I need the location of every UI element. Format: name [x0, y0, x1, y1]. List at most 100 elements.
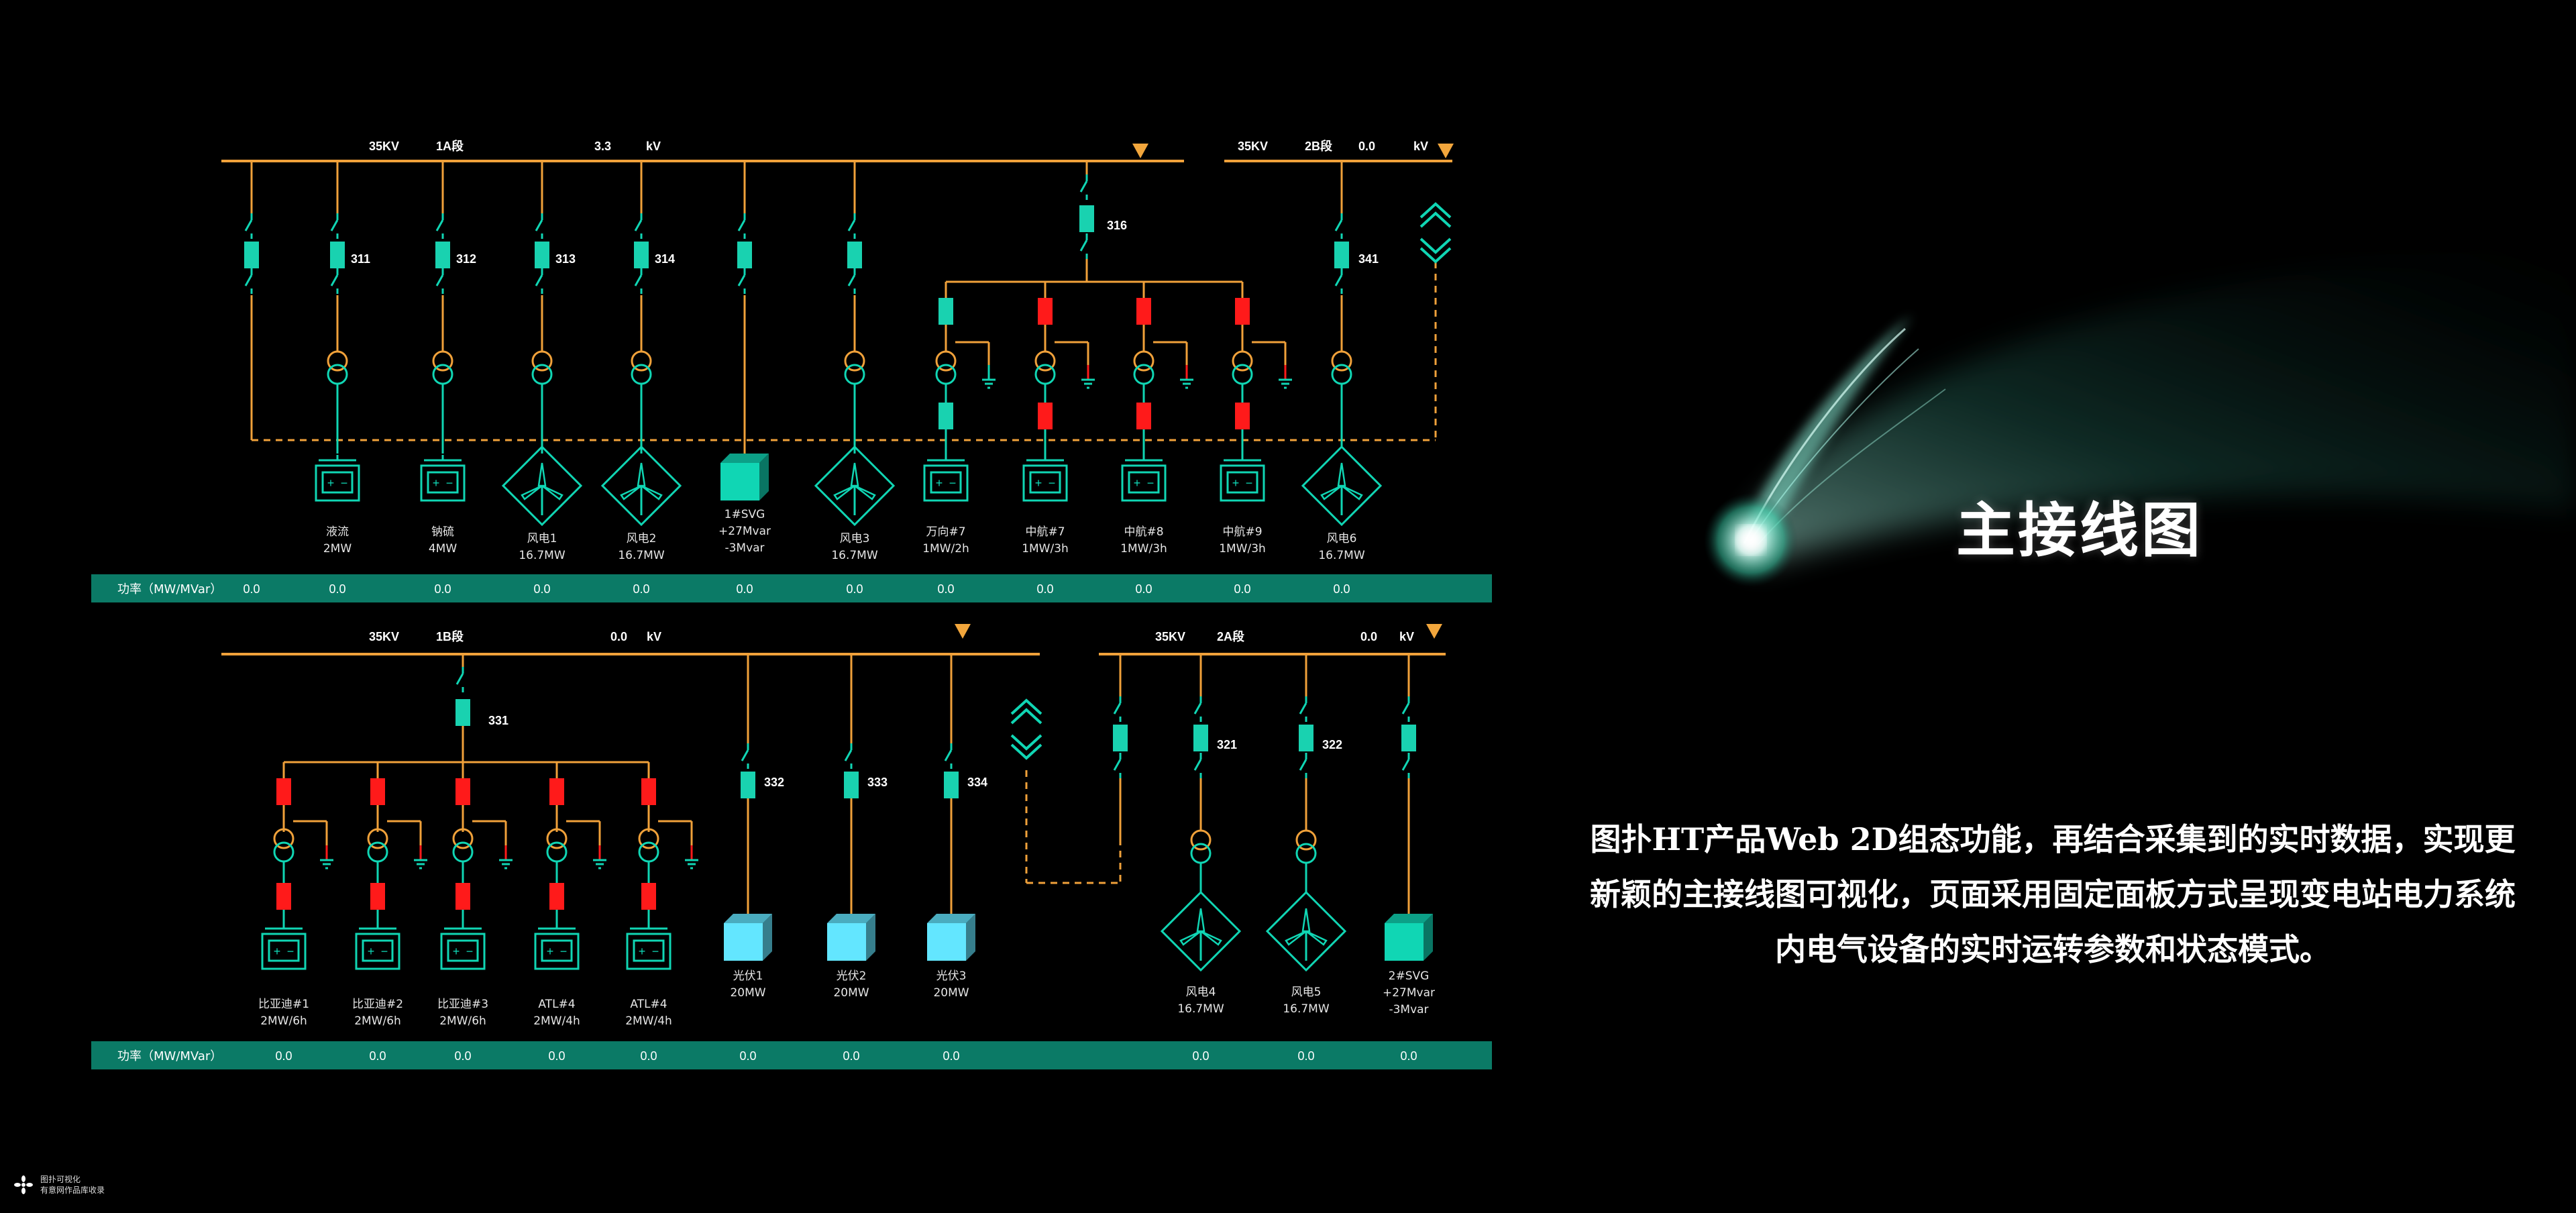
- ground-icon: [320, 845, 333, 869]
- disconnect-switch: [944, 743, 953, 769]
- turbine-blade: [521, 484, 543, 500]
- wind-diamond: [1265, 890, 1347, 972]
- chevron-up: [1010, 708, 1042, 725]
- power-value: 0.0: [434, 582, 451, 596]
- disconnect-switch: [1401, 696, 1410, 722]
- turbine-blade: [620, 484, 642, 500]
- switch-blade: [737, 274, 746, 286]
- transformer-winding: [1190, 829, 1212, 851]
- breaker-closed[interactable]: [1079, 205, 1094, 232]
- breaker-closed[interactable]: [737, 242, 752, 268]
- transformer-winding: [1034, 350, 1056, 372]
- breaker-closed[interactable]: [944, 772, 959, 798]
- breaker-open[interactable]: [1136, 403, 1151, 429]
- transformer-icon: [1190, 829, 1212, 864]
- breaker-open[interactable]: [455, 778, 470, 805]
- breaker-closed[interactable]: [435, 242, 450, 268]
- feeder-number: 334: [967, 776, 987, 789]
- breaker-closed[interactable]: [1113, 725, 1128, 751]
- breaker-open[interactable]: [641, 883, 656, 910]
- switch-blade: [1334, 219, 1343, 231]
- transformer-winding: [546, 828, 568, 849]
- battery-minus: −: [1049, 476, 1056, 490]
- switch-blade: [737, 219, 746, 231]
- breaker-closed[interactable]: [847, 242, 862, 268]
- bus-voltage-unit: kV: [646, 140, 661, 153]
- battery-minus: −: [652, 945, 659, 958]
- bus-voltage-level: 35KV: [1155, 630, 1185, 643]
- breaker-open[interactable]: [549, 778, 564, 805]
- cube-side: [966, 914, 975, 961]
- transformer-winding: [1190, 843, 1212, 864]
- breaker-closed[interactable]: [535, 242, 549, 268]
- disconnect-switch: [844, 743, 853, 769]
- breaker-open[interactable]: [1235, 298, 1250, 325]
- breaker-closed[interactable]: [1299, 725, 1313, 751]
- breaker-closed[interactable]: [455, 699, 470, 726]
- breaker-open[interactable]: [1038, 298, 1053, 325]
- device-name: 2#SVG: [1389, 969, 1430, 983]
- transformer-icon: [631, 350, 652, 385]
- battery-case: [420, 464, 466, 502]
- breaker-closed[interactable]: [1193, 725, 1208, 751]
- transformer-winding: [1133, 350, 1155, 372]
- breaker-closed[interactable]: [244, 242, 259, 268]
- breaker-closed[interactable]: [330, 242, 345, 268]
- switch-blade: [435, 219, 444, 231]
- cube-side: [1424, 914, 1433, 961]
- chevron-up: [1419, 202, 1452, 219]
- transformer-winding: [1034, 364, 1056, 385]
- disconnect-switch: [634, 213, 643, 239]
- breaker-closed[interactable]: [844, 772, 859, 798]
- turbine-blade: [1337, 462, 1346, 487]
- breaker-open[interactable]: [1038, 403, 1053, 429]
- breaker-open[interactable]: [276, 778, 291, 805]
- device-capacity: 20MW: [833, 986, 869, 1000]
- chevron-down: [1419, 238, 1452, 254]
- device-name: 风电1: [527, 532, 557, 545]
- wind-turbine-icon: [1160, 890, 1242, 972]
- arrow-down-icon: [1426, 624, 1442, 639]
- wind-turbine-icon: [501, 445, 583, 527]
- device-name: 比亚迪#1: [258, 998, 309, 1011]
- transformer-winding: [367, 841, 388, 863]
- breaker-open[interactable]: [370, 778, 385, 805]
- breaker-open[interactable]: [1136, 298, 1151, 325]
- transformer-winding: [638, 828, 659, 849]
- turbine-blade: [1179, 930, 1201, 946]
- breaker-closed[interactable]: [938, 298, 953, 325]
- battery-icon: +−: [315, 455, 360, 502]
- device-name: 中航#8: [1124, 525, 1163, 539]
- battery-plus: +: [1232, 476, 1240, 490]
- breaker-closed[interactable]: [938, 403, 953, 429]
- battery-cell: [268, 939, 300, 962]
- breaker-closed[interactable]: [1334, 242, 1349, 268]
- bus-voltage-level: 35KV: [1238, 140, 1268, 153]
- battery-minus: −: [949, 476, 957, 490]
- wind-turbine-icon: [600, 445, 682, 527]
- disconnect-switch: [847, 213, 856, 239]
- breaker-closed[interactable]: [741, 772, 755, 798]
- battery-icon: +−: [420, 455, 466, 502]
- breaker-open[interactable]: [276, 883, 291, 910]
- breaker-open[interactable]: [370, 883, 385, 910]
- wind-turbine-icon: [1301, 445, 1383, 527]
- switch-blade: [847, 219, 856, 231]
- disconnect-switch: [455, 667, 464, 692]
- battery-plus: +: [327, 476, 335, 490]
- breaker-open[interactable]: [641, 778, 656, 805]
- breaker-open[interactable]: [549, 883, 564, 910]
- ground-icon: [982, 365, 996, 389]
- breaker-closed[interactable]: [634, 242, 649, 268]
- device-capacity: 16.7MW: [831, 549, 878, 562]
- power-value: 0.0: [329, 582, 345, 596]
- turbine-blade: [1305, 930, 1328, 946]
- breaker-closed[interactable]: [1401, 725, 1416, 751]
- transformer-icon: [546, 828, 568, 863]
- turbine-blade: [1301, 908, 1311, 933]
- bus-voltage-value: 0.0: [1358, 140, 1375, 153]
- disconnect-switch: [1193, 696, 1202, 722]
- breaker-open[interactable]: [455, 883, 470, 910]
- breaker-open[interactable]: [1235, 403, 1250, 429]
